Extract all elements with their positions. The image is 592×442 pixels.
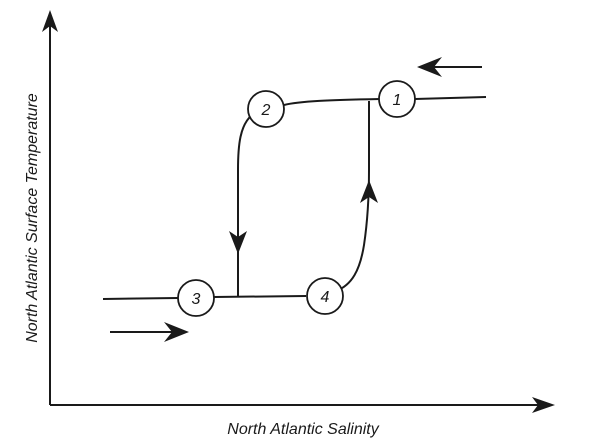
node-1: 1 xyxy=(378,80,416,118)
node-2-label: 2 xyxy=(261,102,271,119)
lower-branch-left-line xyxy=(102,297,179,300)
drop-curve-2-to-3 xyxy=(237,114,253,297)
upper-branch-extension xyxy=(414,96,487,100)
flow-arrows xyxy=(110,57,482,342)
down-arrow-icon xyxy=(229,231,247,254)
x-axis-label: North Atlantic Salinity xyxy=(227,421,379,438)
right-arrow-icon xyxy=(110,322,189,342)
node-1-label: 1 xyxy=(393,92,402,109)
up-arrow-icon xyxy=(360,180,378,203)
node-3-label: 3 xyxy=(192,291,201,308)
axes xyxy=(42,10,555,413)
node-4: 4 xyxy=(306,277,344,315)
lower-branch-middle-line xyxy=(213,295,307,298)
hysteresis-curves xyxy=(102,96,487,300)
y-axis-label: North Atlantic Surface Temperature xyxy=(24,93,41,343)
x-axis-arrowhead xyxy=(532,397,555,413)
node-2: 2 xyxy=(247,90,285,128)
upper-branch-line xyxy=(283,98,381,106)
node-3: 3 xyxy=(177,279,215,317)
y-axis-arrowhead xyxy=(42,10,58,32)
node-4-label: 4 xyxy=(321,289,330,306)
left-arrow-icon xyxy=(417,57,482,77)
